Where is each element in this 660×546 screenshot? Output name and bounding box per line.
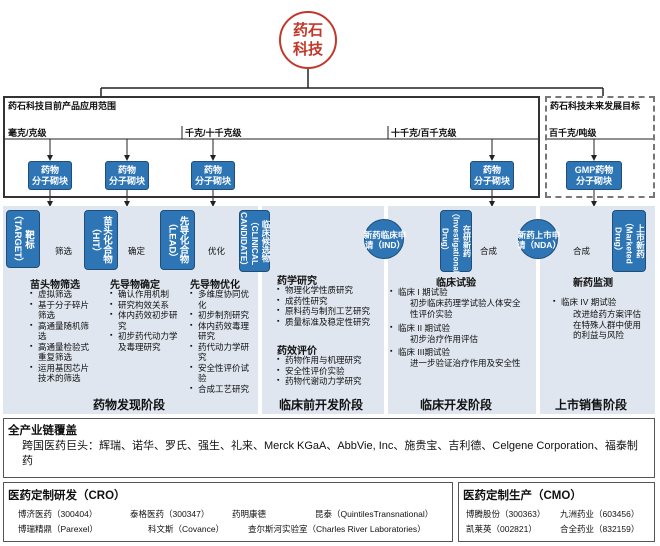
cmo-company: 博腾股份（300363） (466, 509, 546, 519)
pharm-eval-list: 药物作用与机理研究 安全性评价实验 药物代谢动力学研究 (277, 355, 383, 387)
list-item: 初步药代动力学及毒理研究 (110, 331, 178, 352)
arrow-label-screen: 筛选 (55, 246, 73, 256)
cro-company: 药明康德 (232, 509, 267, 519)
target-node: 靶标（TARGET） (6, 210, 40, 268)
marketed-drug-node: 上市新药（Marketed Drug） (612, 210, 646, 272)
arrow-label-confirm: 确定 (128, 246, 146, 256)
building-block-module-4: 药物 分子砌块 (470, 161, 514, 190)
stage-name-discovery: 药物发现阶段 (93, 398, 166, 412)
cro-company: 博瑞精鼎（Parexel） (18, 524, 98, 534)
list-item: 高通量随机筛选 (30, 321, 96, 342)
list-item: 高通量检验式重复筛选 (30, 342, 96, 363)
monitoring-title: 新药监测 (573, 278, 613, 289)
lead-confirm-list: 确认作用机制 研究构效关系 体内药效初步研究 初步药代动力学及毒理研究 (110, 289, 178, 352)
phase2-desc: 初步治疗作用评估 (410, 334, 479, 344)
hit-screening-list: 虚拟筛选 基于分子碎片筛选 高通量随机筛选 高通量检验式重复筛选 运用基因芯片技… (30, 289, 96, 384)
list-item: 运用基因芯片技术的筛选 (30, 363, 96, 384)
list-item: 安全性评价试验 (190, 363, 256, 384)
arrow-label-synth-1: 合成 (480, 246, 498, 256)
hit-screening-title: 苗头物筛选 (30, 280, 80, 291)
current-scope-box (3, 96, 540, 198)
company-logo-text: 药石科技 (292, 22, 323, 58)
industry-title: 全产业链覆盖 (8, 425, 77, 437)
lead-opt-list: 多维度协同优化 初步制剂研究 体内药效毒理研究 药代动力学研究 安全性评价试验 … (190, 289, 256, 394)
current-scope-title: 药石科技目前产品应用范围 (8, 101, 117, 111)
pharm-eval-title: 药效评价 (277, 346, 317, 357)
list-item: 质量标准及稳定性研究 (277, 317, 383, 328)
clinical-phase3-list: 临床 III期试验 (390, 347, 534, 358)
list-item: 药代动力学研究 (190, 342, 256, 363)
arrow-label-optimize: 优化 (208, 246, 226, 256)
list-item: 药物作用与机理研究 (277, 355, 383, 366)
list-item: 原料药与制剂工艺研究 (277, 306, 383, 317)
pharmaceutics-title: 药学研究 (277, 276, 317, 287)
industry-text: 跨国医药巨头：辉瑞、诺华、罗氏、强生、礼来、Merck KGaA、AbbVie,… (22, 440, 638, 467)
nda-label: 新药上市申请（NDA） (517, 230, 561, 250)
phase1-desc: 初步临床药理学试验人体安全性评价实验 (410, 298, 521, 319)
company-logo: 药石科技 (279, 11, 337, 69)
clinical-candidate-node: 临床候选物（CLINICAL CANDIDATE） (239, 210, 271, 272)
stage-name-market: 上市销售阶段 (555, 398, 628, 412)
cmo-company: 九洲药业（603456） (560, 509, 640, 519)
lead-compound-node: 先导化合物（LEAD） (160, 210, 195, 270)
list-item: 物理化学性质研究 (277, 285, 383, 296)
phase4-item: 临床 IV 期试验 (553, 297, 653, 308)
list-item: 多维度协同优化 (190, 289, 256, 310)
list-item: 研究构效关系 (110, 300, 178, 311)
cmo-company: 合全药业（832159） (560, 524, 640, 534)
building-block-module-3: 药物 分子砌块 (191, 161, 235, 190)
list-item: 体内药效毒理研究 (190, 321, 256, 342)
lead-opt-title: 先导物优化 (190, 280, 240, 291)
stage-name-preclinical: 临床前开发阶段 (279, 398, 364, 412)
list-item: 基于分子碎片筛选 (30, 300, 96, 321)
phase1-item: 临床 I 期试验 (390, 287, 534, 298)
scale-label-mg-g: 毫克/克级 (8, 128, 47, 138)
phase2-item: 临床 II 期试验 (390, 323, 534, 334)
list-item: 安全性评价实验 (277, 366, 383, 377)
scale-label-10kg-100kg: 十千克/百千克级 (391, 128, 457, 138)
future-scope-box (545, 96, 655, 198)
clinical-phase-list: 临床 I 期试验 (390, 287, 534, 298)
list-item: 合成工艺研究 (190, 384, 256, 395)
phase3-desc: 进一步验证治疗作用及安全性 (410, 358, 521, 368)
hit-compound-node: 苗头化合物（HIT） (84, 210, 118, 270)
phase4-desc: 改进给药方案评估在特殊人群中使用的利益与风险 (573, 309, 642, 340)
cro-section (3, 482, 453, 542)
building-block-module-2: 药物 分子砌块 (105, 161, 149, 190)
investigational-drug-node: 在研新药（Investigational Drug） (440, 209, 472, 274)
future-scope-title: 药石科技未来发展目标 (550, 101, 641, 111)
arrow-label-synth-2: 合成 (573, 246, 591, 256)
clinical-trial-title: 临床试验 (436, 278, 476, 289)
pharmaceutics-list: 物理化学性质研究 成药性研究 原料药与制剂工艺研究 质量标准及稳定性研究 (277, 285, 383, 327)
phase3-item: 临床 III期试验 (390, 347, 534, 358)
stage-name-clinical: 临床开发阶段 (420, 398, 493, 412)
cmo-company: 凯莱英（002821） (466, 524, 537, 534)
ind-label: 新药临床申请（IND） (363, 230, 407, 250)
industry-section (3, 418, 655, 478)
list-item: 初步制剂研究 (190, 310, 256, 321)
list-item: 确认作用机制 (110, 289, 178, 300)
cro-company: 昆泰（QuintilesTransnational） (315, 509, 434, 519)
list-item: 药物代谢动力学研究 (277, 376, 383, 387)
scale-label-g-kg: 千克/十千克级 (185, 128, 242, 138)
list-item: 虚拟筛选 (30, 289, 96, 300)
list-item: 体内药效初步研究 (110, 310, 178, 331)
list-item: 成药性研究 (277, 296, 383, 307)
clinical-phase2-list: 临床 II 期试验 (390, 323, 534, 334)
cro-title: 医药定制研发（CRO） (8, 490, 126, 502)
cro-company: 查尔斯河实验室（Charles River Laboratories） (248, 524, 426, 534)
cro-company: 博济医药（300404） (18, 509, 98, 519)
gmp-building-block-module: GMP药物 分子砌块 (566, 161, 622, 190)
cro-company: 泰格医药（300347） (130, 509, 210, 519)
cro-company: 科文斯（Covance） (148, 524, 225, 534)
cmo-title: 医药定制生产（CMO） (463, 490, 582, 502)
monitoring-list: 临床 IV 期试验 (553, 297, 653, 308)
scale-label-100kg-ton: 百千克/吨级 (549, 128, 597, 138)
cmo-section (458, 482, 655, 542)
lead-confirm-title: 先导物确定 (110, 280, 160, 291)
building-block-module-1: 药物 分子砌块 (28, 161, 72, 190)
